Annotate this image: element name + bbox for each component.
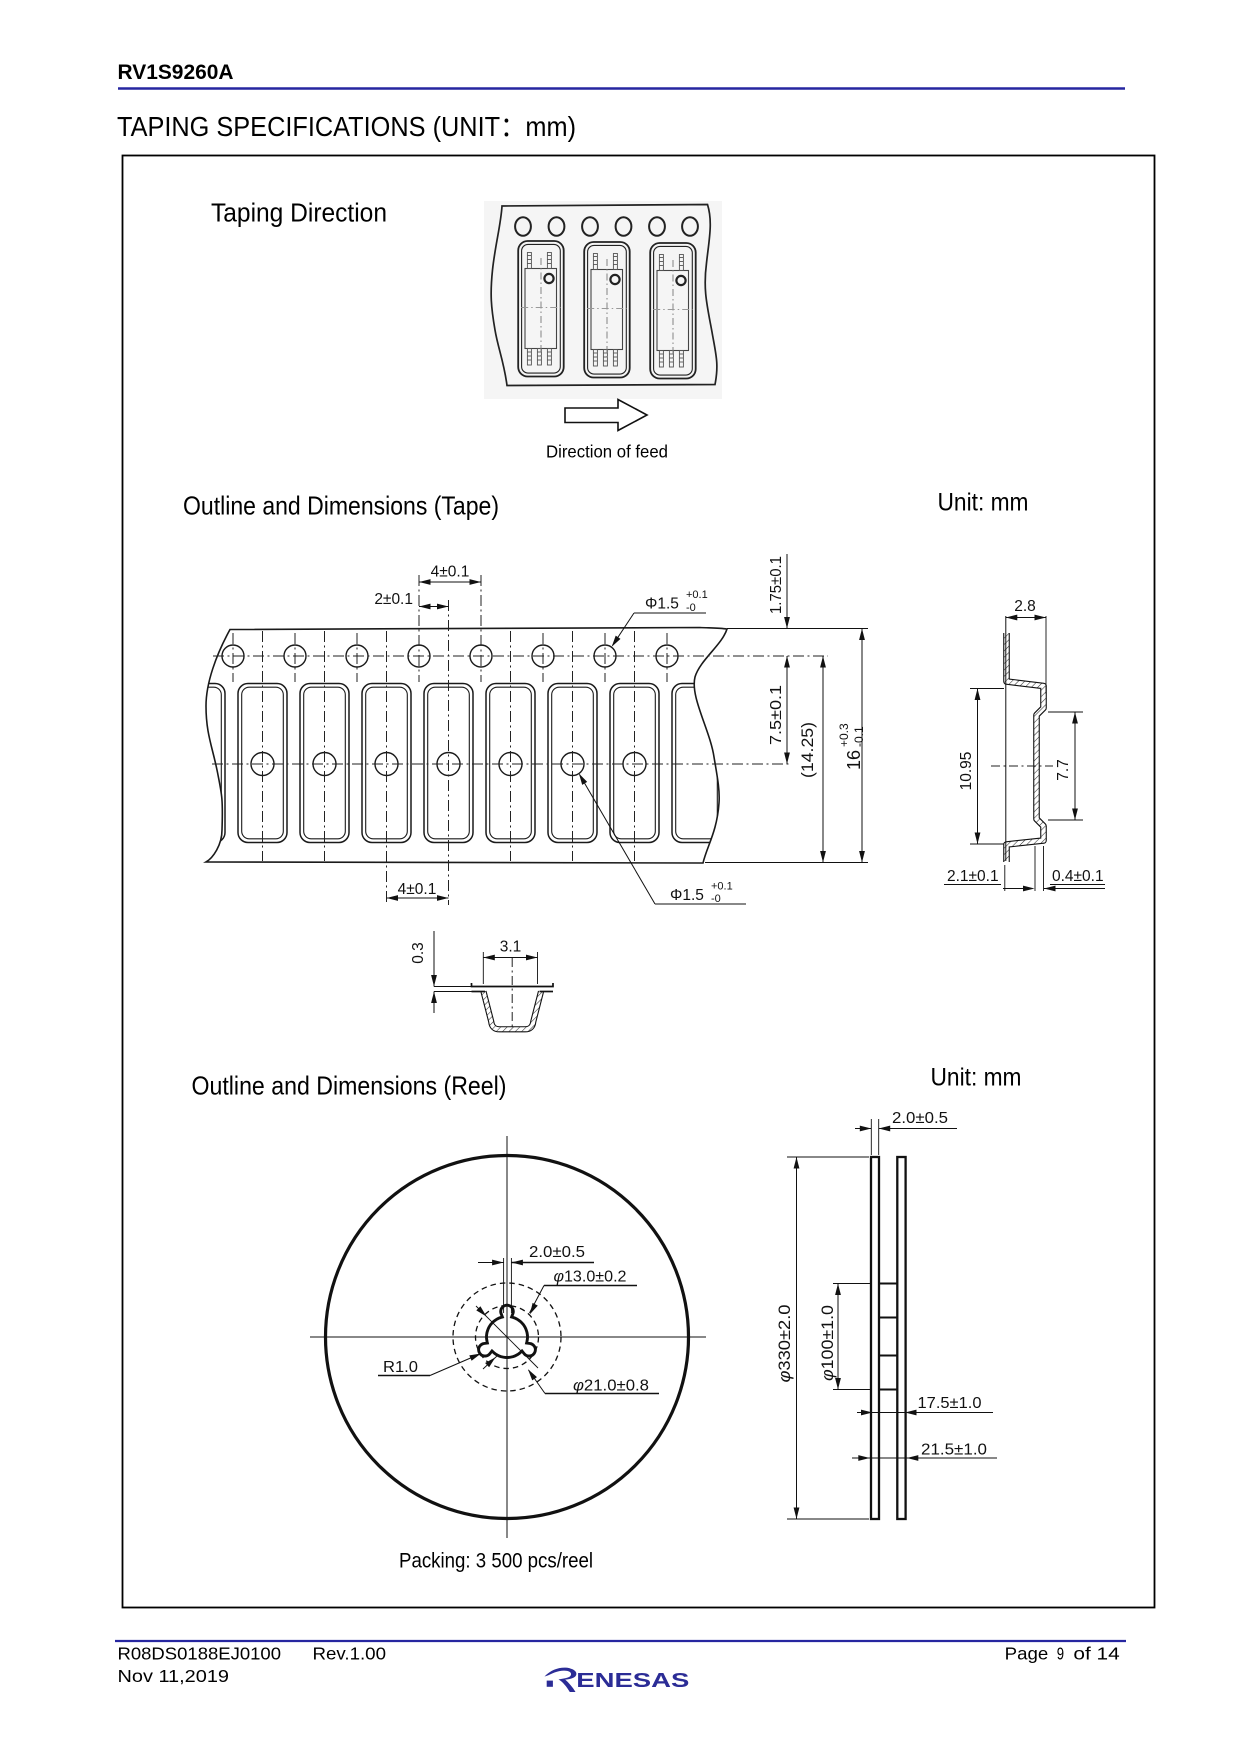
svg-text:17.5±1.0: 17.5±1.0 xyxy=(918,1395,982,1412)
svg-text:3.1: 3.1 xyxy=(500,939,522,956)
svg-text:-0: -0 xyxy=(686,602,696,614)
svg-text:-0.1: -0.1 xyxy=(852,726,866,747)
svg-text:2.1±0.1: 2.1±0.1 xyxy=(947,868,999,885)
svg-text:of 14: of 14 xyxy=(1073,1644,1120,1664)
svg-text:+0.1: +0.1 xyxy=(711,881,733,893)
svg-text:φ100±1.0: φ100±1.0 xyxy=(819,1305,837,1381)
svg-text:RV1S9260A: RV1S9260A xyxy=(118,60,234,84)
svg-text:1.75±0.1: 1.75±0.1 xyxy=(768,556,785,614)
svg-text:R08DS0188EJ0100: R08DS0188EJ0100 xyxy=(118,1644,282,1664)
svg-text:2±0.1: 2±0.1 xyxy=(374,591,413,608)
svg-text:2.0±0.5: 2.0±0.5 xyxy=(529,1244,585,1261)
svg-text:φ21.0±0.8: φ21.0±0.8 xyxy=(573,1378,649,1395)
svg-text:Nov 11,2019: Nov 11,2019 xyxy=(118,1666,230,1686)
svg-text:7.7: 7.7 xyxy=(1055,759,1072,781)
svg-text:2.0±0.5: 2.0±0.5 xyxy=(892,1110,948,1127)
svg-text:+0.3: +0.3 xyxy=(837,723,851,747)
svg-text:ENESAS: ENESAS xyxy=(576,1669,689,1692)
svg-text:10.95: 10.95 xyxy=(958,752,975,791)
svg-text:Outline and Dimensions (Reel): Outline and Dimensions (Reel) xyxy=(192,1071,507,1101)
svg-text:Φ1.5: Φ1.5 xyxy=(645,596,679,613)
svg-text:7.5±0.1: 7.5±0.1 xyxy=(768,685,785,745)
svg-text:Rev.1.00: Rev.1.00 xyxy=(313,1644,387,1664)
svg-text:Direction of feed: Direction of feed xyxy=(546,442,668,462)
svg-text:16: 16 xyxy=(844,750,864,770)
svg-text:φ13.0±0.2: φ13.0±0.2 xyxy=(554,1269,627,1286)
svg-text:Φ1.5: Φ1.5 xyxy=(670,887,704,904)
svg-text:4±0.1: 4±0.1 xyxy=(431,564,470,581)
svg-text:4±0.1: 4±0.1 xyxy=(398,881,437,898)
svg-text:0.4±0.1: 0.4±0.1 xyxy=(1052,868,1104,885)
svg-text:0.3: 0.3 xyxy=(410,942,427,964)
svg-text:-0: -0 xyxy=(711,893,721,905)
svg-text:φ330±2.0: φ330±2.0 xyxy=(776,1305,794,1383)
svg-text:9: 9 xyxy=(1057,1644,1064,1664)
svg-text:Packing: 3 500 pcs/reel: Packing: 3 500 pcs/reel xyxy=(399,1550,593,1573)
svg-text:TAPING SPECIFICATIONS (UNIT：mm: TAPING SPECIFICATIONS (UNIT：mm) xyxy=(117,111,576,142)
svg-text:(14.25): (14.25) xyxy=(799,722,817,778)
svg-text:R1.0: R1.0 xyxy=(383,1359,418,1376)
svg-text:21.5±1.0: 21.5±1.0 xyxy=(921,1442,987,1459)
svg-text:2.8: 2.8 xyxy=(1014,598,1036,615)
svg-text:Taping Direction: Taping Direction xyxy=(211,200,387,228)
svg-text:+0.1: +0.1 xyxy=(686,589,708,601)
svg-text:Unit: mm: Unit: mm xyxy=(938,489,1029,517)
svg-text:Outline and Dimensions (Tape): Outline and Dimensions (Tape) xyxy=(183,491,499,521)
svg-text:Unit: mm: Unit: mm xyxy=(931,1064,1022,1092)
svg-text:Page: Page xyxy=(1005,1644,1049,1664)
